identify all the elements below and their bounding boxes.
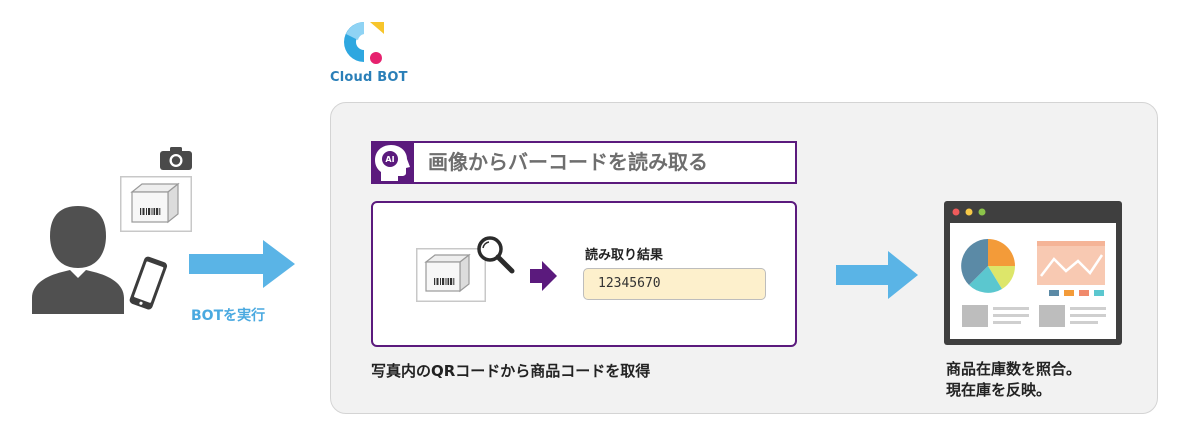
user-icon [28,202,128,314]
skill-title-bar [371,141,797,184]
line-chart-graphic [1037,241,1105,296]
box-barcode-icon [424,253,471,293]
photo-frame [120,176,192,232]
result-label: 読み取り結果 [585,248,664,263]
skill-icon-box: AI [371,141,414,184]
bot-run-label: BOTを実行 [191,308,266,324]
output-caption: 商品在庫数を照合。 現在庫を反映。 [946,359,1081,401]
output-caption-line2: 現在庫を反映。 [946,381,1052,399]
trigger-arrow [189,238,297,290]
output-caption-line1: 商品在庫数を照合。 [946,360,1082,378]
ai-head-icon: AI [375,145,410,181]
result-value-field: 12345670 [583,268,766,300]
pie-chart-graphic [961,239,1015,293]
box-barcode-icon [130,182,180,224]
ai-badge-text: AI [385,155,394,164]
skill-title: 画像からバーコードを読み取る [428,150,708,174]
logo-text: Cloud BOT [330,70,408,85]
cloudbot-logo-mark [344,22,384,64]
output-arrow [836,251,920,299]
magnifier-icon [477,236,515,274]
dashboard-icon [944,201,1122,345]
camera-icon [160,146,192,170]
smartphone-icon [120,256,176,312]
scanned-photo [416,234,520,304]
cloudbot-logo [340,20,386,66]
process-caption: 写真内のQRコードから商品コードを取得 [371,362,651,380]
process-arrow [530,260,558,292]
